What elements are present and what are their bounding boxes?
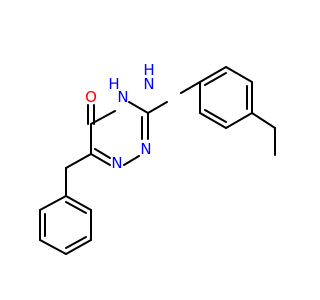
bond-ph1-1-2 [65,195,92,211]
bond-nh-ph [180,81,201,94]
bond-ph2-a-b [199,66,227,83]
bond-ethyl-1 [251,112,276,129]
bond-ph1-4-5 [39,239,67,255]
atom-nitrogen-ring-lower: N [111,154,122,172]
bond-ph2-e-f-inner [204,109,227,123]
bond-n2-n1 [123,155,140,166]
bond-c6-ch2 [65,153,92,169]
bond-ph1-3-4-inner [65,236,87,249]
bond-ph1-1-2-inner [65,201,87,214]
atom-h-ring: H [108,75,119,93]
bond-c3-nh [147,101,168,114]
atom-oxygen: O [85,88,97,106]
bond-ph1-3-4 [65,239,92,255]
bond-ph2-a-b-inner [204,72,227,86]
bond-layer [39,66,276,255]
bond-ph2-d-e [225,112,253,129]
molecule-structure: O H N H N N N [39,61,276,255]
bond-n1-c6-1 [90,153,111,166]
atom-h-amine: H [143,61,154,79]
bond-ph2-e-f [199,112,227,129]
atom-nitrogen-ring-nh: N [117,88,128,106]
bond-ph1-6-1 [39,195,67,211]
bond-n1-c6-2 [94,148,111,159]
atom-label-layer: O H N H N N N [85,61,155,172]
atom-nitrogen-ring-upper: N [140,140,151,158]
bond-n4-c3 [128,101,149,114]
bond-ph2-b-c [225,66,253,83]
bond-c5-n4 [90,110,116,125]
atom-nitrogen-amine: N [143,75,154,93]
